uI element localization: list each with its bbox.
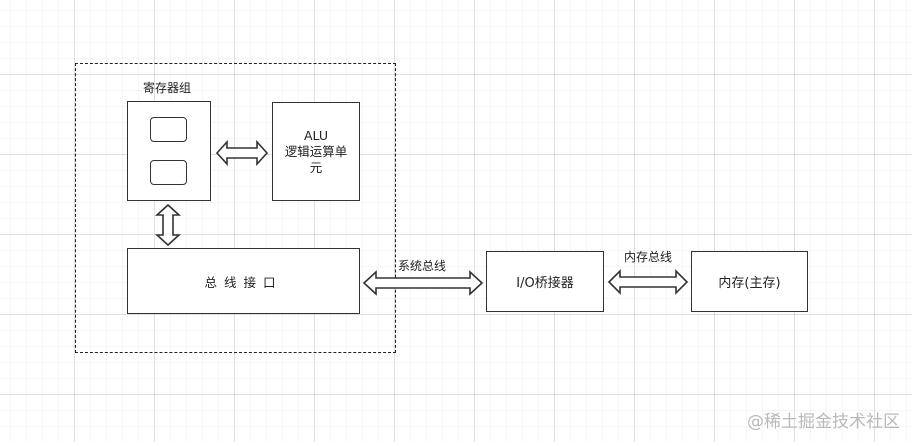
alu-subtitle-line1: 逻辑运算单 bbox=[284, 143, 348, 159]
memory-bus-label: 内存总线 bbox=[624, 250, 673, 264]
double-arrow-system-bus bbox=[362, 270, 484, 296]
register-group-box bbox=[127, 101, 211, 201]
io-bridge-box: I/O桥接器 bbox=[486, 251, 604, 312]
bus-interface-label: 总线接口 bbox=[204, 274, 283, 290]
alu-subtitle-line2: 元 bbox=[309, 159, 323, 175]
main-memory-label: 内存(主存) bbox=[718, 276, 781, 291]
cpu-frame bbox=[75, 63, 396, 353]
register-slot-2 bbox=[150, 160, 187, 185]
io-bridge-label: I/O桥接器 bbox=[516, 276, 574, 291]
register-group-label: 寄存器组 bbox=[143, 81, 192, 95]
main-memory-box: 内存(主存) bbox=[691, 251, 808, 312]
alu-box: ALU 逻辑运算单 元 bbox=[272, 102, 360, 201]
double-arrow-register-alu bbox=[215, 139, 269, 167]
bus-interface-box: 总线接口 bbox=[127, 248, 360, 314]
register-slot-1 bbox=[150, 117, 187, 142]
double-arrow-register-bus bbox=[154, 203, 182, 247]
system-bus-label: 系统总线 bbox=[398, 259, 447, 273]
watermark: @稀土掘金技术社区 bbox=[747, 412, 900, 432]
alu-title: ALU bbox=[303, 127, 329, 143]
double-arrow-memory-bus bbox=[607, 269, 689, 295]
